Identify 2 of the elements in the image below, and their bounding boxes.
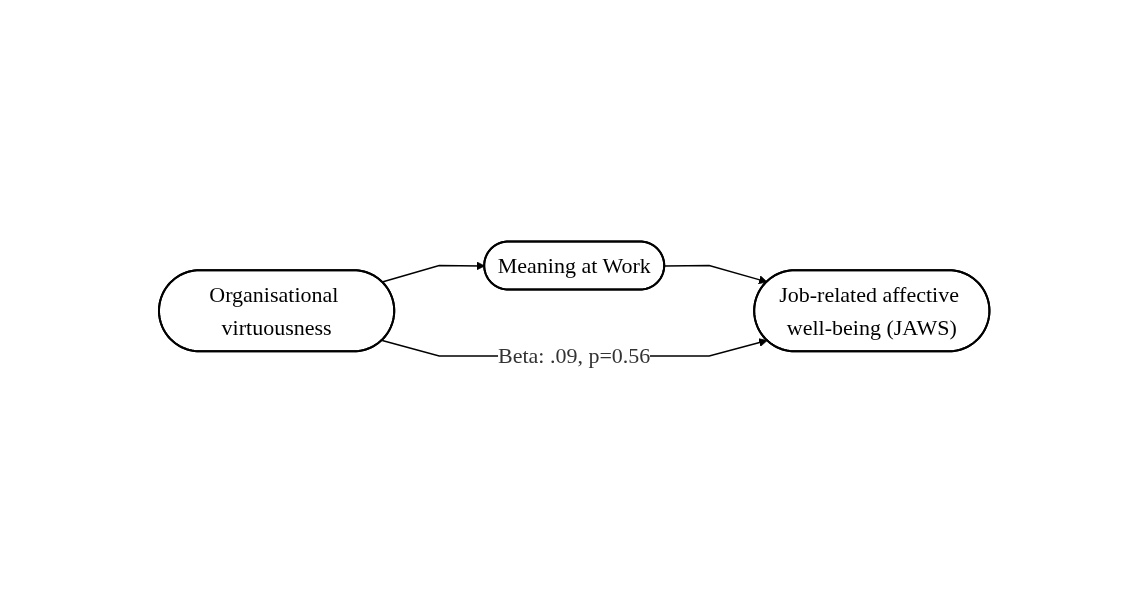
arrow (381, 261, 485, 283)
edge-label: Beta: .09, p=0.56 (497, 343, 651, 369)
